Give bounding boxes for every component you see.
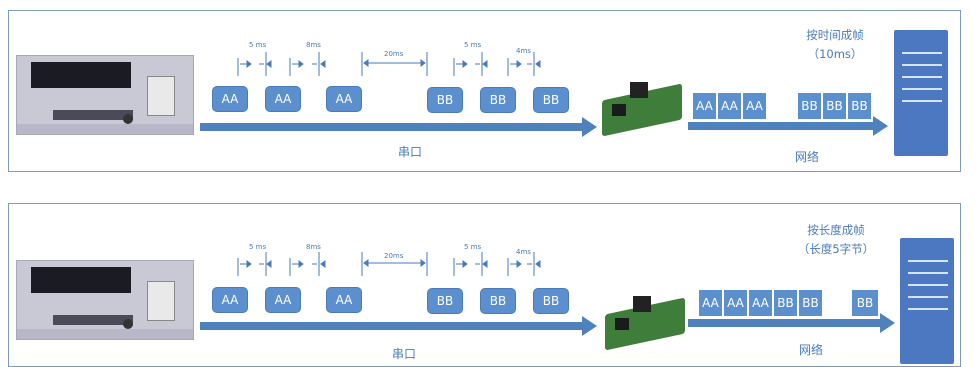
serial-packet: AA xyxy=(265,86,301,112)
gap-label: 4ms xyxy=(516,47,531,55)
network-label: 网络 xyxy=(799,343,824,357)
serial-packet: BB xyxy=(533,87,569,113)
serial-packet: AA xyxy=(326,86,362,112)
device-connector-panel xyxy=(147,76,175,116)
serial-packet: AA xyxy=(265,287,301,313)
server-slot xyxy=(908,296,948,298)
gateway-board-image xyxy=(602,82,686,137)
gap-label: 8ms xyxy=(306,41,321,49)
serial-device-image xyxy=(16,260,194,340)
serial-packet: AA xyxy=(212,86,248,112)
framing-title: 按时间成帧 （10ms） xyxy=(796,27,874,62)
board-chip xyxy=(612,104,626,116)
gap-label: 5 ms xyxy=(249,243,267,251)
server-slot xyxy=(902,88,942,90)
server-slot xyxy=(908,272,948,274)
network-packet: BB xyxy=(797,92,822,120)
server-slot xyxy=(908,308,948,310)
network-packet: BB xyxy=(851,289,879,317)
framing-title-line1: 按长度成帧 xyxy=(807,223,865,237)
device-display xyxy=(31,62,131,88)
device-port-strip xyxy=(53,110,133,120)
serial-packet: BB xyxy=(480,288,516,314)
gap-label: 5 ms xyxy=(464,243,482,251)
board-connector xyxy=(630,82,648,98)
device-bottom-bar xyxy=(17,124,193,134)
serial-packet: BB xyxy=(533,288,569,314)
network-packet: BB xyxy=(847,92,872,120)
board-connector xyxy=(633,296,651,312)
serial-packet: AA xyxy=(326,287,362,313)
device-bottom-bar xyxy=(17,329,193,339)
server-slot xyxy=(908,260,948,262)
network-packet: BB xyxy=(798,289,823,317)
serial-packet: BB xyxy=(427,288,463,314)
device-knob xyxy=(123,319,133,329)
network-packet: AA xyxy=(692,92,717,120)
board-chip xyxy=(615,318,629,330)
network-packet: AA xyxy=(748,289,773,317)
network-packet: AA xyxy=(723,289,748,317)
gap-label: 5 ms xyxy=(249,41,267,49)
network-packet: BB xyxy=(773,289,798,317)
serial-packet: BB xyxy=(427,87,463,113)
gap-label: 4ms xyxy=(516,248,531,256)
network-packet: BB xyxy=(822,92,847,120)
serial-packet: AA xyxy=(212,287,248,313)
serial-device-image xyxy=(16,55,194,135)
framing-title-line2: （10ms） xyxy=(807,47,863,61)
server-image xyxy=(894,30,948,156)
network-packet: AA xyxy=(742,92,767,120)
device-port-strip xyxy=(53,315,133,325)
device-knob xyxy=(123,114,133,124)
gateway-board-image xyxy=(605,296,689,351)
framing-title: 按长度成帧 （长度5字节） xyxy=(784,222,888,257)
serial-label: 串口 xyxy=(392,347,417,361)
device-connector-panel xyxy=(147,281,175,321)
framing-title-line1: 按时间成帧 xyxy=(806,28,864,42)
network-packet: AA xyxy=(698,289,723,317)
gap-label: 5 ms xyxy=(464,41,482,49)
server-image xyxy=(900,238,954,364)
server-slot xyxy=(902,100,942,102)
network-label: 网络 xyxy=(795,150,820,164)
serial-packet: BB xyxy=(480,87,516,113)
gap-label: 20ms xyxy=(384,252,404,260)
server-slot xyxy=(902,64,942,66)
framing-title-line2: （长度5字节） xyxy=(797,242,875,256)
server-slot xyxy=(902,76,942,78)
network-packet: AA xyxy=(717,92,742,120)
device-display xyxy=(31,267,131,293)
gap-label: 20ms xyxy=(384,50,404,58)
server-slot xyxy=(908,284,948,286)
server-slot xyxy=(902,52,942,54)
gap-label: 8ms xyxy=(306,243,321,251)
serial-label: 串口 xyxy=(398,145,423,159)
